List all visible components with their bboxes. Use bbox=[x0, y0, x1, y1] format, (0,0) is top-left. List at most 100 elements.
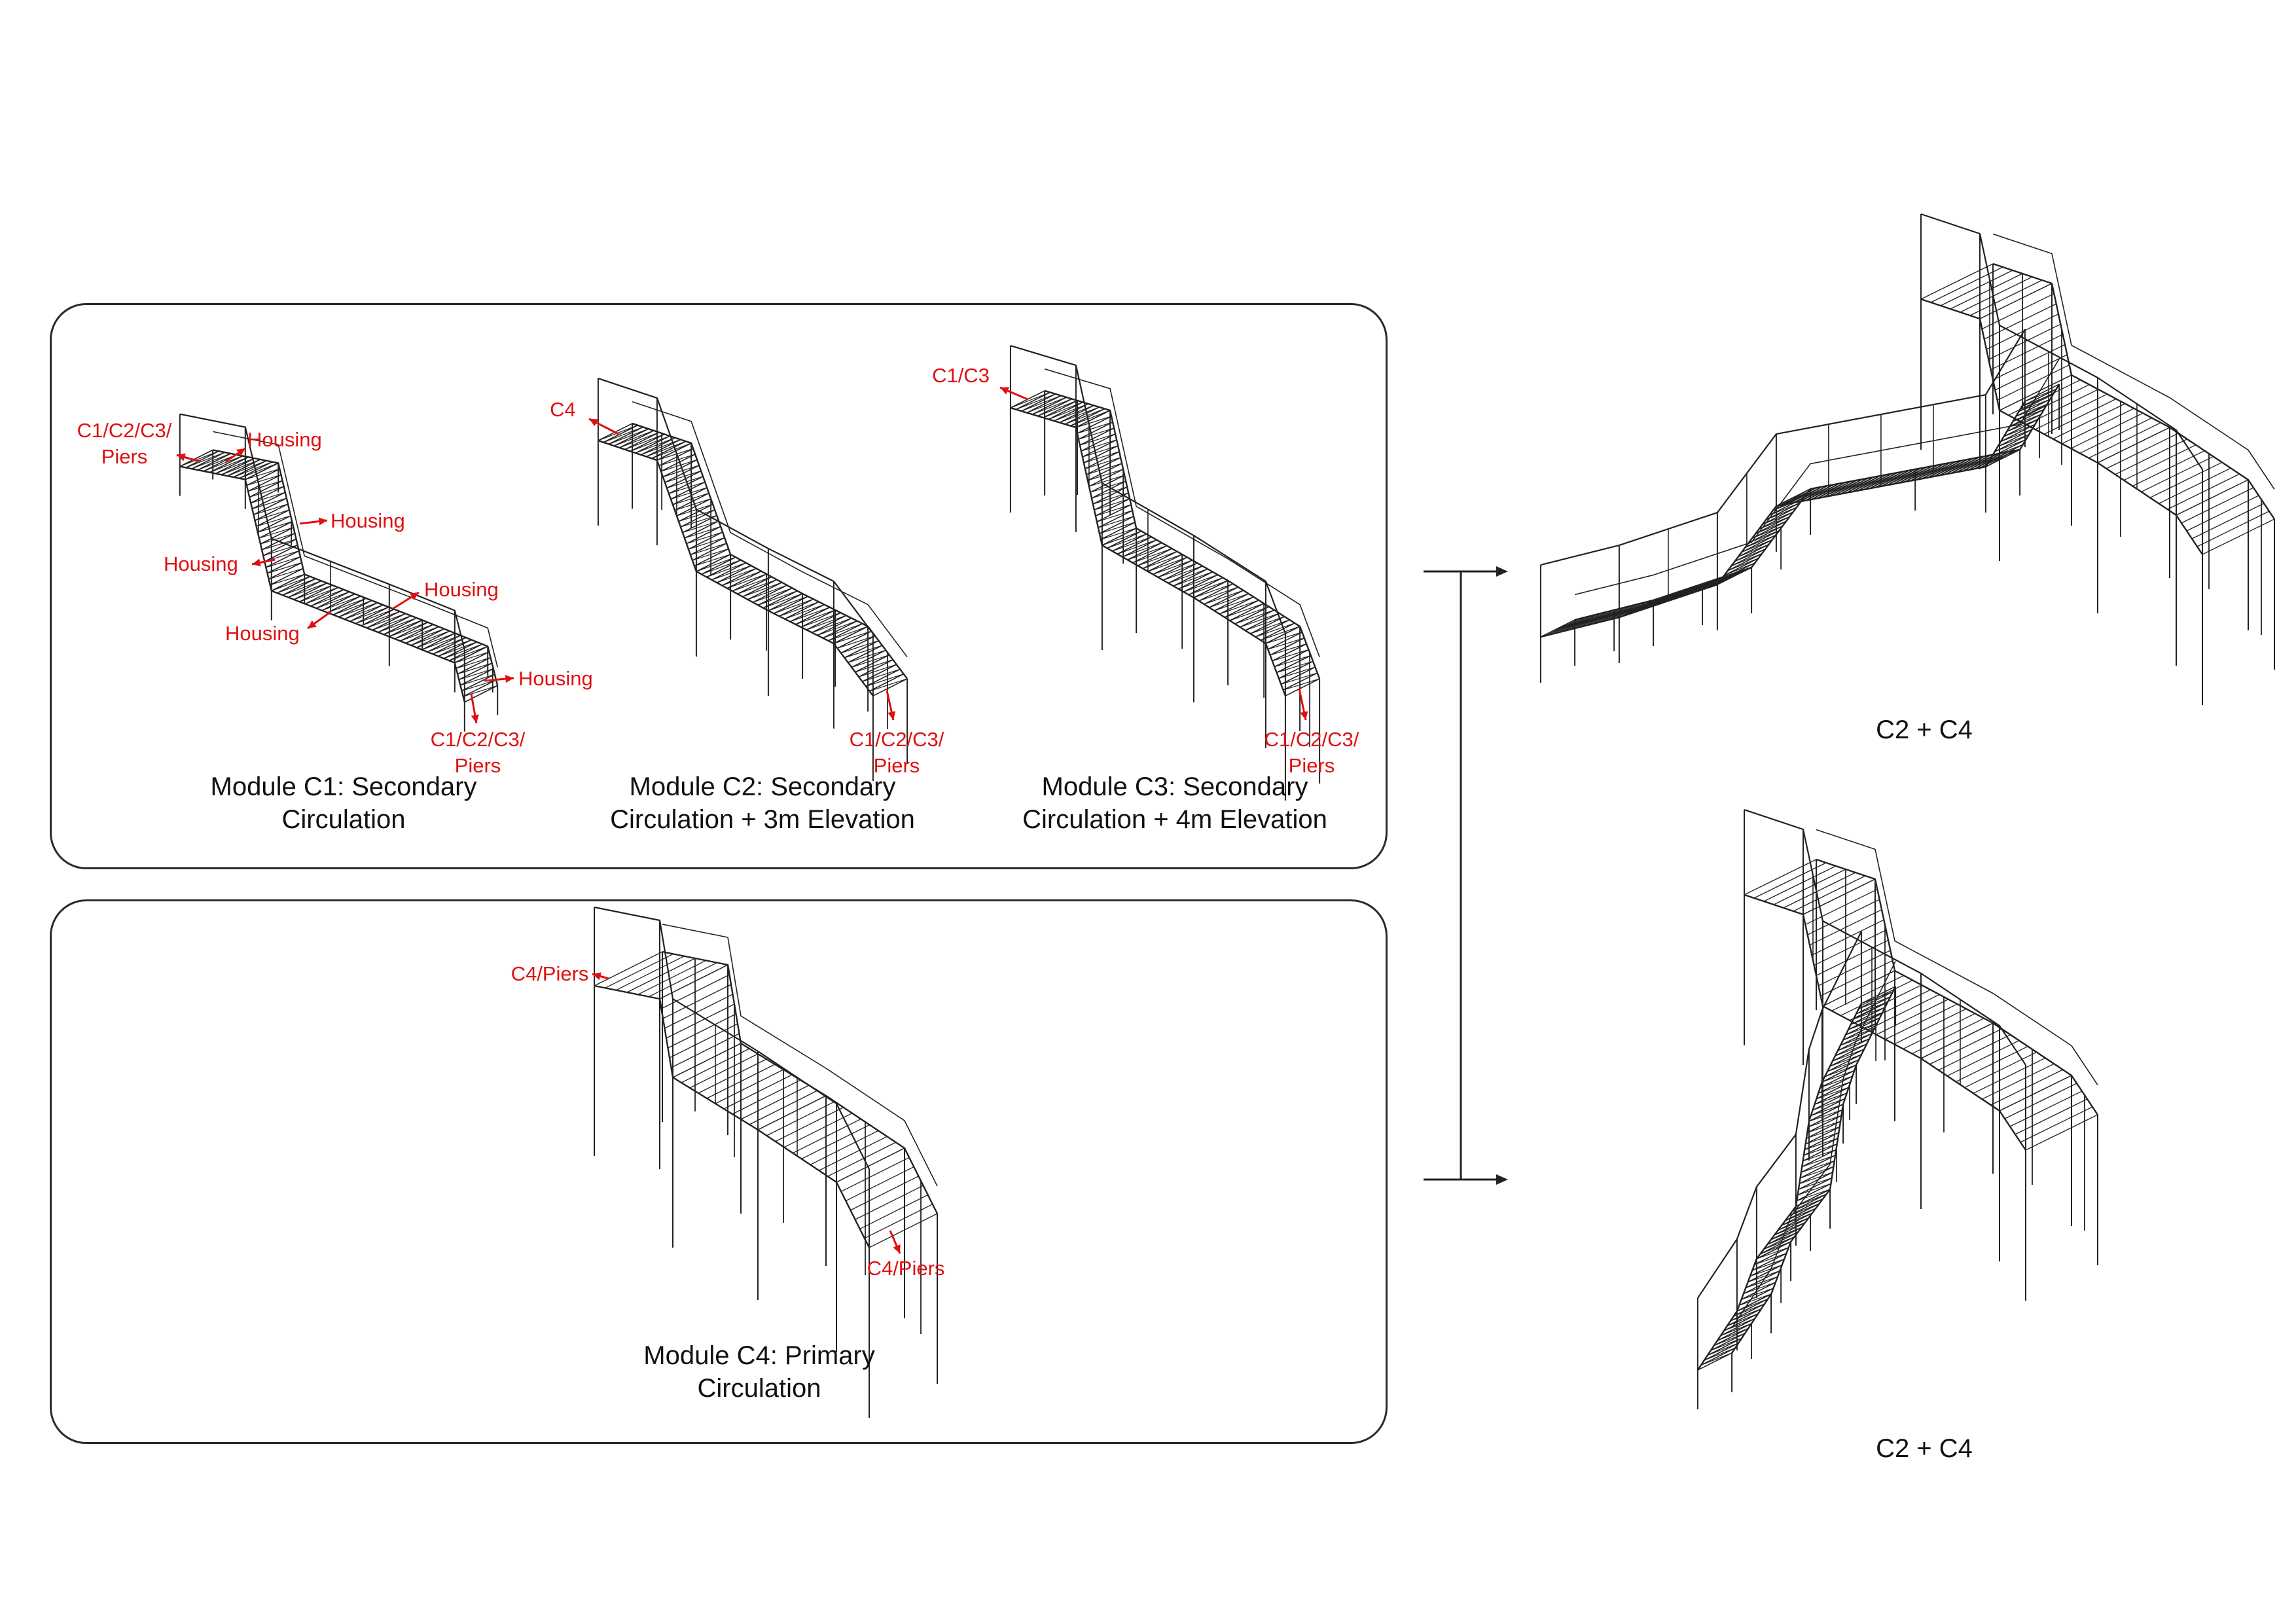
deck-slat bbox=[457, 657, 491, 675]
deck-brace bbox=[1276, 660, 1314, 674]
combination-bottom-c2-part bbox=[1696, 931, 1897, 1410]
deck-brace bbox=[316, 593, 355, 609]
deck-brace bbox=[268, 568, 304, 580]
deck-brace bbox=[851, 655, 890, 668]
deck-brace bbox=[1255, 623, 1295, 638]
deck-slat bbox=[327, 596, 361, 613]
deck-slat bbox=[1731, 548, 1766, 567]
deck-slat bbox=[1997, 364, 2070, 401]
deck-slat bbox=[245, 462, 279, 480]
deck-slat bbox=[817, 617, 852, 636]
deck-brace bbox=[1016, 393, 1056, 410]
deck-brace bbox=[438, 641, 477, 657]
deck-slat bbox=[840, 1157, 910, 1192]
deck-brace bbox=[833, 630, 872, 644]
deck-slat bbox=[2000, 424, 2036, 442]
deck-slat bbox=[1744, 859, 1817, 895]
railing-front bbox=[213, 431, 498, 668]
deck-brace bbox=[1091, 486, 1128, 499]
deck-brace bbox=[332, 600, 372, 615]
deck-slat bbox=[310, 589, 344, 607]
deck-brace bbox=[726, 573, 767, 589]
deck-brace bbox=[666, 476, 704, 489]
module-c1-caption: Module C1: Secondary Circulation bbox=[210, 772, 477, 834]
deck-slat bbox=[2106, 433, 2179, 469]
deck-slat bbox=[2053, 403, 2126, 440]
deck-brace bbox=[614, 430, 655, 446]
deck-slat bbox=[256, 509, 290, 527]
deck-slat bbox=[1183, 574, 1218, 592]
deck-slat bbox=[859, 1194, 929, 1230]
deck-slat bbox=[855, 1185, 924, 1220]
deck-slat bbox=[1903, 1013, 1976, 1050]
deck-slat bbox=[732, 573, 767, 592]
c4-start-arrow bbox=[592, 972, 609, 981]
arrow-head bbox=[471, 714, 479, 723]
deck-slat bbox=[845, 1166, 914, 1202]
deck-brace bbox=[1158, 562, 1198, 578]
deck-brace bbox=[267, 562, 302, 574]
deck-slat bbox=[1990, 1069, 2063, 1106]
deck-brace bbox=[646, 441, 687, 458]
deck-brace bbox=[1188, 580, 1229, 596]
deck-slat bbox=[671, 1033, 740, 1068]
deck-slat bbox=[608, 426, 643, 445]
deck-slat bbox=[635, 435, 670, 454]
deck-slat bbox=[1741, 1282, 1776, 1300]
deck-brace bbox=[837, 635, 876, 649]
deck-brace bbox=[1094, 498, 1130, 511]
deck-slat bbox=[259, 521, 293, 539]
deck-slat bbox=[1821, 1064, 1857, 1083]
deck-brace bbox=[355, 609, 395, 624]
deck-slat bbox=[1822, 970, 1895, 1007]
deck-slat bbox=[1751, 1253, 1787, 1271]
deck-slat bbox=[1224, 600, 1259, 618]
deck-slat bbox=[461, 674, 495, 692]
c2-start-connection-label: C4 bbox=[550, 398, 576, 421]
deck-slat bbox=[672, 487, 708, 505]
deck-slat bbox=[1765, 502, 1801, 520]
deck-brace bbox=[1021, 395, 1062, 412]
deck-slat bbox=[1800, 1160, 1835, 1179]
deck-brace bbox=[844, 645, 883, 659]
deck-slat bbox=[1763, 865, 1837, 902]
deck-slat bbox=[1805, 1126, 1840, 1145]
deck-slat bbox=[1285, 678, 1320, 696]
deck-slat bbox=[1753, 862, 1827, 899]
deck-slat bbox=[1818, 1075, 1853, 1094]
railing-front bbox=[1044, 368, 1320, 657]
deck-slat bbox=[1132, 545, 1168, 564]
deck-brace bbox=[686, 532, 723, 545]
deck-brace bbox=[1219, 600, 1259, 615]
deck-slat bbox=[732, 1079, 801, 1115]
deck-brace bbox=[1163, 566, 1203, 581]
deck-slat bbox=[1814, 1087, 1850, 1106]
deck-slat bbox=[696, 554, 731, 572]
deck-slat bbox=[1912, 1018, 1984, 1055]
deck-slat bbox=[672, 1043, 742, 1078]
deck-slat bbox=[1991, 439, 2026, 458]
deck-brace bbox=[203, 455, 243, 472]
deck-slat bbox=[1984, 303, 2056, 340]
deck-slat bbox=[664, 465, 700, 483]
deck-slat bbox=[800, 609, 836, 628]
deck-brace bbox=[282, 580, 322, 596]
deck-slat bbox=[1122, 539, 1157, 558]
deck-slat bbox=[1127, 542, 1162, 560]
deck-slat bbox=[1043, 400, 1078, 418]
module-c3-caption: Module C3: Secondary Circulation + 4m El… bbox=[1022, 772, 1327, 834]
deck-slat bbox=[1835, 1038, 1870, 1056]
deck-brace bbox=[1077, 422, 1113, 434]
deck-slat bbox=[668, 1013, 736, 1049]
deck-slat bbox=[454, 645, 488, 664]
deck-brace bbox=[460, 674, 495, 686]
deck-slat bbox=[1704, 1343, 1739, 1361]
deck-slat bbox=[2202, 518, 2275, 555]
deck-slat bbox=[649, 962, 717, 998]
deck-slat bbox=[1776, 488, 1811, 507]
deck-slat bbox=[1272, 643, 1307, 662]
deck-edge bbox=[179, 465, 465, 702]
deck-slat bbox=[812, 615, 847, 634]
c3-start-arrow bbox=[999, 386, 1028, 401]
deck-slat bbox=[1707, 1337, 1742, 1356]
